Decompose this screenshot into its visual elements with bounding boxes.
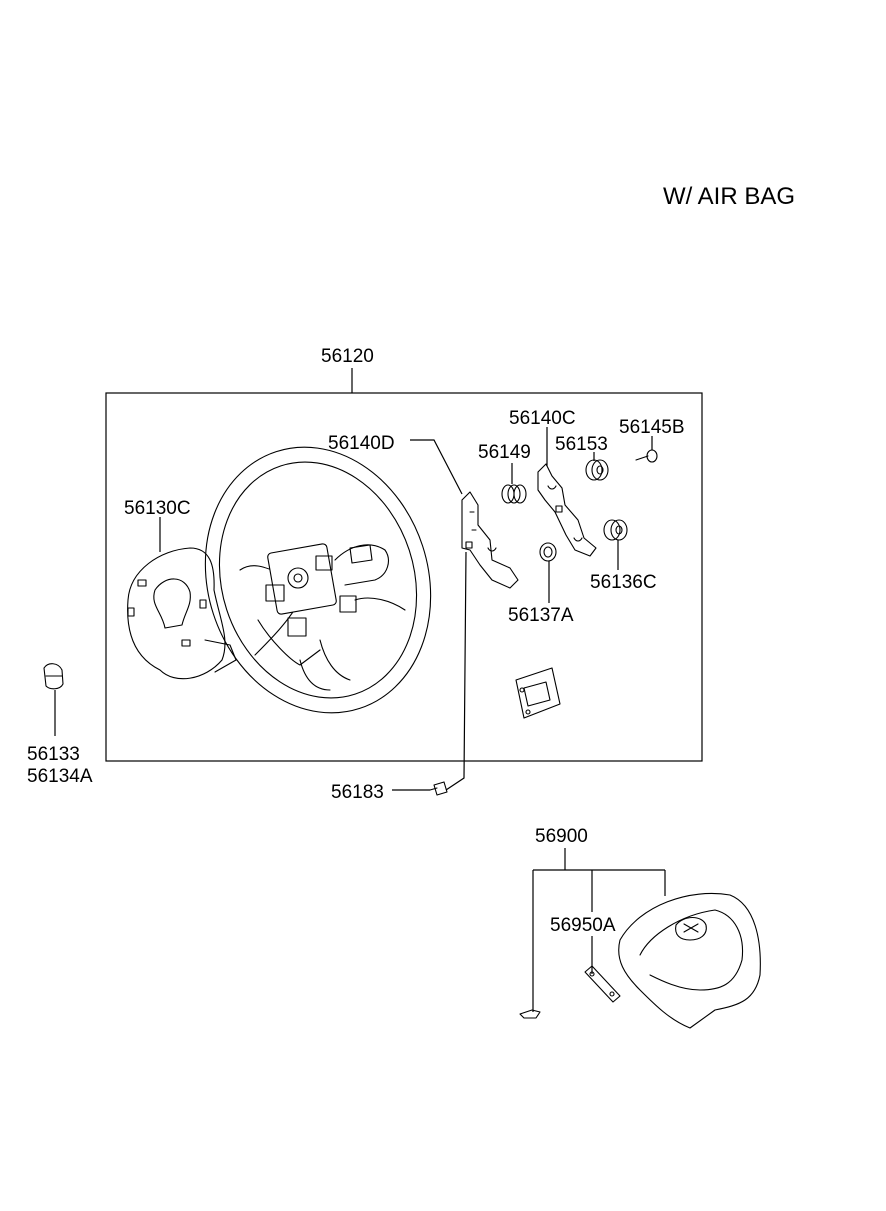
bracket-illustration [584,965,621,1003]
label-56133: 56133 [27,744,80,765]
switch-left-illustration [461,491,519,589]
label-56140D: 56140D [328,433,395,454]
switch-right-illustration [537,463,597,557]
airbag-module-illustration [618,892,761,1029]
label-56153: 56153 [555,434,608,455]
label-56149: 56149 [478,442,531,463]
label-56900: 56900 [535,826,588,847]
label-56145B: 56145B [619,417,685,438]
back-cover-illustration [127,547,237,680]
label-56136C: 56136C [590,572,657,593]
connector-illustration [519,1009,541,1019]
label-56950A: 56950A [550,915,616,936]
label-56140C: 56140C [509,408,576,429]
spring-illustration [501,484,527,504]
steering-wheel-illustration [204,446,432,714]
assembly-frame [105,392,703,762]
screw-illustration [635,449,658,463]
label-56120: 56120 [321,346,374,367]
label-56183: 56183 [331,782,384,803]
bolt-illustration [429,781,448,796]
plate-illustration [515,667,561,719]
bushing-illustration [603,519,628,541]
diagram-title: W/ AIR BAG [663,183,795,210]
label-56130C: 56130C [124,498,191,519]
nut-illustration [585,459,609,481]
label-56134A: 56134A [27,766,93,787]
clip-illustration [539,542,557,562]
label-56137A: 56137A [508,605,574,626]
button-cap-illustration [43,663,64,690]
